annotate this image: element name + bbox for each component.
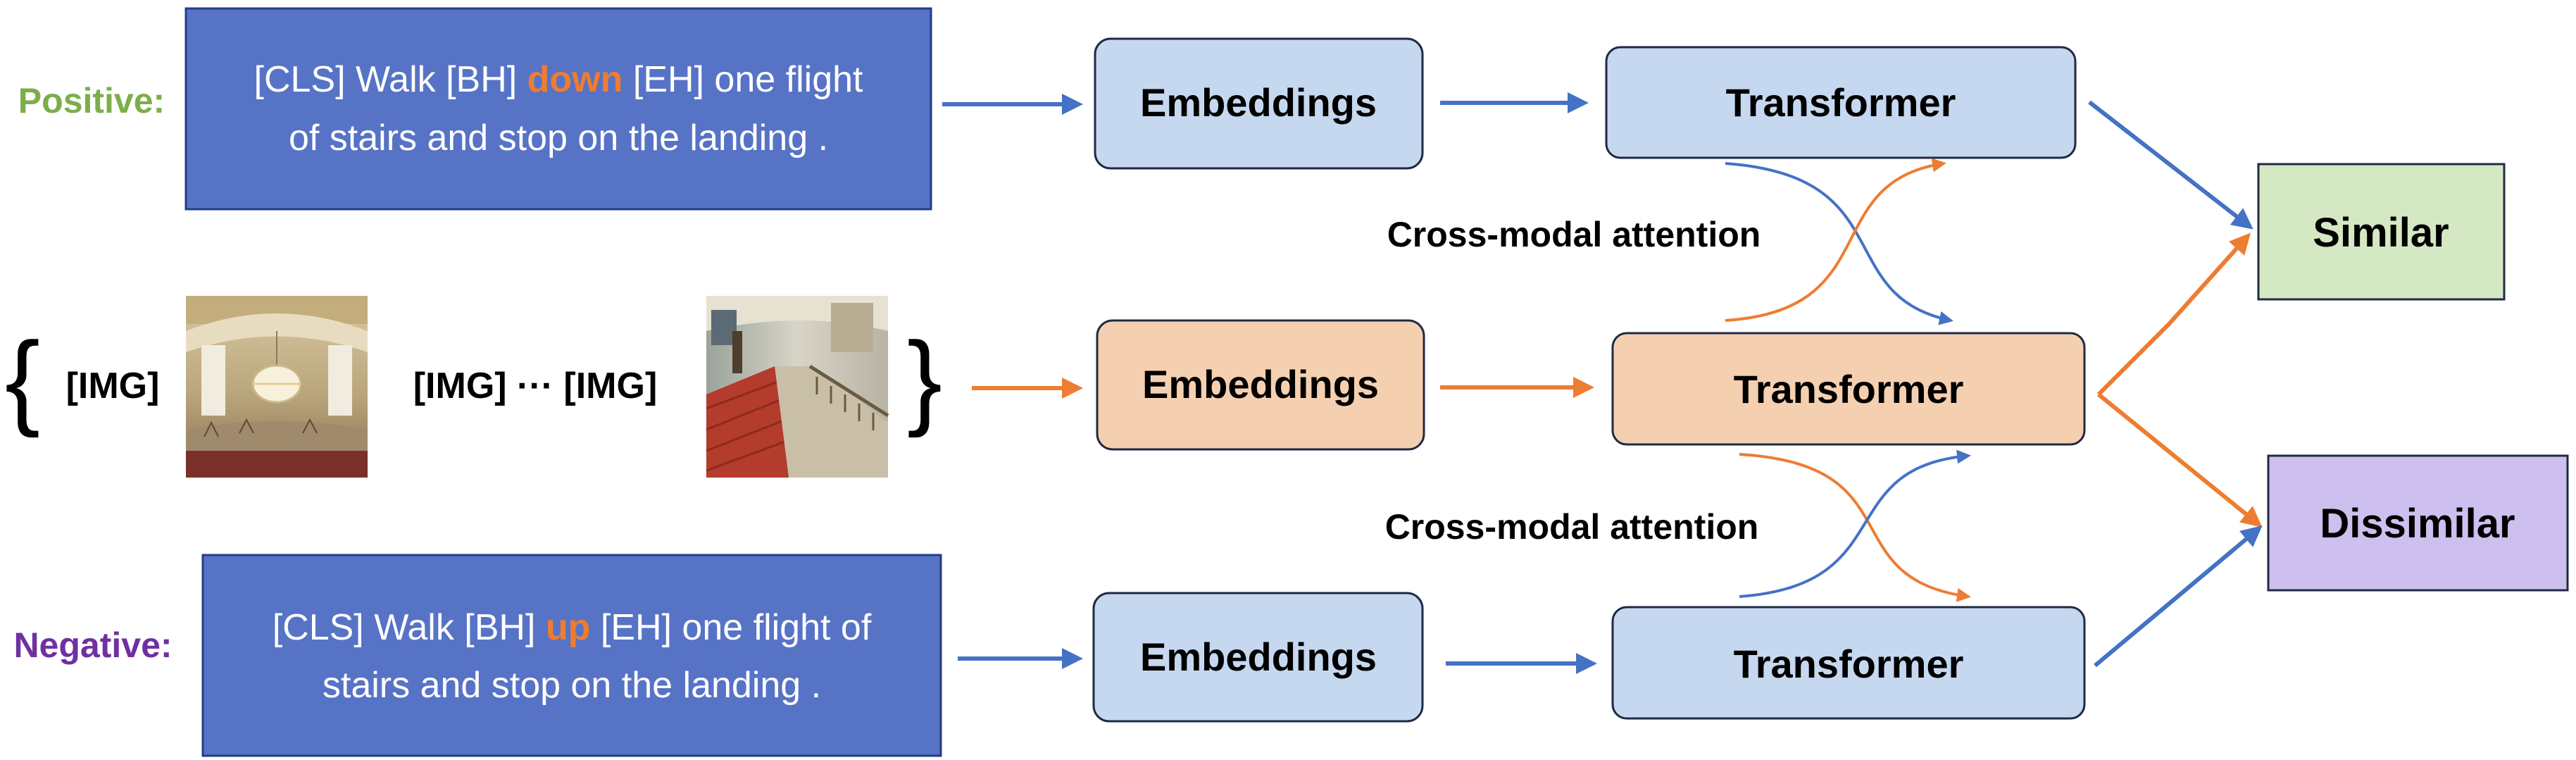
arrow-negative-transformer-to-dissimilar xyxy=(2094,525,2263,668)
negative-instruction-line2: stairs and stop on the landing . xyxy=(323,665,821,706)
arrow-positive-transformer-to-similar xyxy=(2088,100,2253,230)
transformer-block-vision xyxy=(1611,332,2086,446)
positive-instruction-line2: of stairs and stop on the landing . xyxy=(289,118,828,158)
cross-modal-attention-label-bottom: Cross-modal attention xyxy=(1385,507,1759,547)
positive-label: Positive: xyxy=(18,81,165,120)
similar-label: Similar xyxy=(2313,210,2449,256)
image-token-middle: [IMG] ··· [IMG] xyxy=(413,366,658,406)
image-sequence-open-brace: { xyxy=(5,320,40,438)
panorama-image-1 xyxy=(186,296,368,478)
negative-keyword: up xyxy=(546,607,591,648)
embeddings-label-negative: Embeddings xyxy=(1140,635,1377,679)
similar-box xyxy=(2257,163,2506,301)
negative-instruction-line1: [CLS] Walk [BH] up [EH] one flight of xyxy=(273,607,872,648)
arrow-vision-transformer-to-similar xyxy=(2096,232,2251,397)
negative-label: Negative: xyxy=(13,625,172,665)
embeddings-block-negative xyxy=(1092,592,1424,723)
positive-instruction-line1: [CLS] Walk [BH] down [EH] one flight xyxy=(254,59,864,100)
cross-attention-curve-vision-to-text-bottom xyxy=(1739,453,1971,602)
cross-attention-curve-vision-to-text-top xyxy=(1725,158,1946,322)
transformer-label-positive: Transformer xyxy=(1726,80,1956,125)
transformer-block-positive xyxy=(1605,46,2077,159)
positive-keyword: down xyxy=(527,59,623,100)
cross-attention-curve-text-to-vision-top xyxy=(1725,162,1953,325)
embeddings-block-positive xyxy=(1094,37,1424,170)
cross-modal-attention-label-top: Cross-modal attention xyxy=(1387,215,1761,254)
image-token-first: [IMG] xyxy=(66,366,160,406)
positive-instruction-box xyxy=(185,7,932,211)
transformer-block-negative xyxy=(1611,606,2086,720)
transformer-label-vision: Transformer xyxy=(1734,367,1964,411)
dissimilar-label: Dissimilar xyxy=(2320,501,2515,547)
panorama-image-2 xyxy=(706,296,889,478)
image-sequence-close-brace: } xyxy=(907,320,942,438)
embeddings-label-positive: Embeddings xyxy=(1140,80,1377,125)
embeddings-label-vision: Embeddings xyxy=(1142,362,1379,406)
transformer-label-negative: Transformer xyxy=(1734,642,1964,686)
arrow-vision-transformer-to-dissimilar xyxy=(2097,392,2263,528)
embeddings-block-vision xyxy=(1096,319,1425,451)
dissimilar-box xyxy=(2267,454,2569,592)
cross-attention-curve-text-to-vision-bottom xyxy=(1739,449,1971,598)
negative-instruction-box xyxy=(201,554,942,757)
